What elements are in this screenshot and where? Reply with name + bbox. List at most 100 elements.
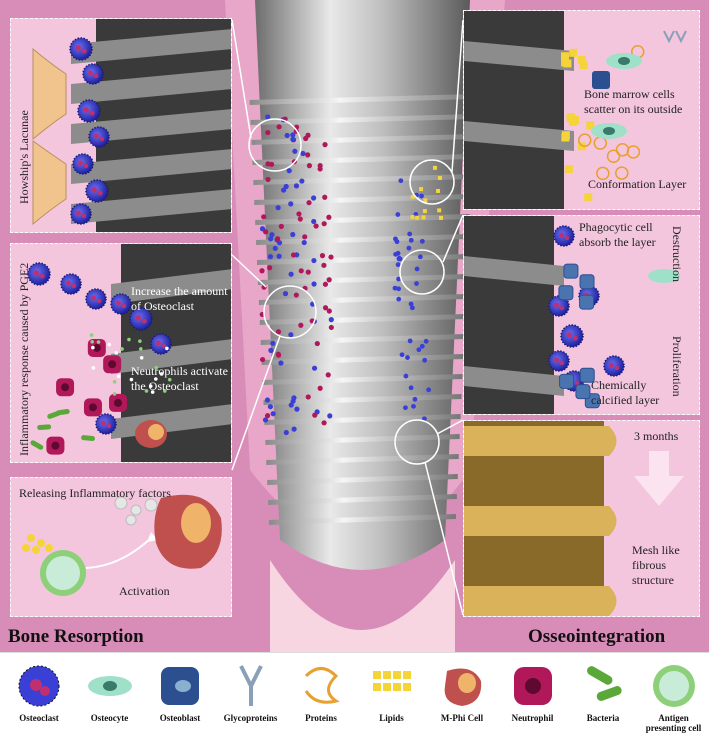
cell-dot (398, 178, 404, 184)
cell-dot (288, 271, 294, 277)
cell-dot (267, 404, 274, 410)
osteoclast-cell (85, 179, 109, 203)
legend-label: Osteocyte (90, 713, 129, 723)
cell-dot (283, 183, 289, 190)
cell-dot (306, 163, 312, 169)
glycoprotein-icon (238, 665, 263, 706)
legend-item: Antigen presenting cell (639, 661, 709, 745)
mphi-cell (154, 494, 222, 569)
cell-dot (396, 286, 402, 292)
panel-phagocytic: Phagocytic cell absorb the layer Chemica… (463, 215, 700, 415)
legend-label: Glycoproteins (223, 713, 278, 723)
cell-dot (326, 214, 332, 220)
legend-item: Lipids (357, 661, 427, 745)
thread-ridge (266, 454, 459, 465)
cell-dot (328, 317, 334, 323)
cell-dot (298, 322, 304, 328)
panel-releasing-factors: Releasing Inflammatory factors Activatio… (10, 477, 232, 617)
osteoclast-cell (110, 293, 132, 315)
diagram-canvas: Howship's Lacunae Inflammatory response … (0, 0, 709, 652)
cell-dot (327, 413, 333, 419)
panel-conformation-layer: Bone marrow cells scatter on its outside… (463, 10, 700, 210)
neutrophil-cell (83, 398, 102, 417)
cell-dot (291, 426, 297, 432)
cell-dot (300, 150, 306, 157)
protein (615, 166, 629, 180)
factor-dot (116, 374, 121, 379)
calcified-layer-text: Chemically calcified layer (591, 378, 660, 407)
cell-dot (319, 253, 326, 259)
cell-dot (396, 276, 401, 282)
cell-dot (419, 343, 425, 349)
osteoclast-cell (85, 288, 107, 310)
protein (596, 166, 610, 181)
thread-ridge (263, 394, 462, 405)
cell-dot (406, 245, 412, 251)
cell-dot (283, 429, 289, 436)
osteoclast-cell (70, 203, 92, 225)
factor-dot (144, 389, 149, 393)
thread-ridge (261, 354, 464, 365)
lipid-dot (410, 194, 415, 199)
osteoclast-cell (77, 99, 101, 123)
activation-arrow (85, 537, 152, 569)
cell-dot (395, 262, 401, 268)
bacteria (37, 424, 52, 430)
lacunae-pits (32, 47, 67, 226)
phagocytic-absorb-text: Phagocytic cell absorb the layer (579, 220, 656, 249)
osteocyte-icon (87, 676, 132, 696)
cell-dot (393, 251, 399, 257)
cell-dot (297, 216, 303, 222)
lipid (571, 116, 580, 125)
osteoclast-icon (18, 665, 60, 707)
legend-label: Osteoclast (19, 713, 59, 723)
lipid-dots (22, 534, 53, 554)
protein (615, 143, 630, 157)
lipid-dot (432, 165, 437, 170)
lipid-dot (421, 215, 426, 220)
panel-howships-lacunae: Howship's Lacunae (10, 18, 232, 233)
factor-dot (165, 346, 169, 351)
cell-dot (322, 305, 329, 311)
bacteria (30, 440, 44, 450)
legend-label: Proteins (305, 713, 337, 723)
osteoblast-cell (575, 384, 591, 400)
neutrophil-icon (513, 667, 552, 705)
cell-dot (305, 152, 311, 158)
thread-ridge (253, 174, 472, 185)
cell-dot (396, 256, 402, 262)
cell-dot (282, 291, 289, 297)
cell-dot (396, 296, 402, 302)
lipid-dot (436, 188, 441, 193)
inflammatory-response-label: Inflammatory response caused by PGE2 (17, 262, 31, 456)
cell-dot (414, 266, 420, 272)
cell-dot (322, 194, 328, 200)
osteocyte-cell (591, 123, 627, 139)
protein (606, 149, 621, 164)
osteoblast-cell (579, 367, 595, 383)
cell-dot (419, 238, 425, 244)
cell-dot (311, 257, 317, 264)
cell-dot (414, 281, 419, 286)
cell-dot (313, 223, 319, 229)
legend-label: Antigen presenting cell (645, 713, 702, 733)
thread-ridge (251, 134, 474, 145)
factor-dot (91, 366, 96, 370)
factor-dot (112, 392, 117, 396)
cell-dot (290, 136, 296, 143)
destruction-label: Destruction (670, 226, 684, 282)
osteoclasts (69, 37, 110, 225)
protein (578, 133, 592, 147)
neutrophil-cell (109, 393, 128, 412)
factor-dot (148, 384, 153, 388)
thread-ridges (464, 256, 564, 396)
cell-dot (408, 301, 414, 307)
cell-dot (275, 205, 281, 211)
cell-dot (281, 187, 287, 193)
mphi-cell (135, 420, 167, 448)
legend-item: Glycoproteins (216, 661, 286, 745)
howships-lacunae-label: Howship's Lacunae (17, 110, 31, 204)
osteoclast-cell (27, 262, 51, 286)
osteoblast-cell (579, 294, 595, 310)
